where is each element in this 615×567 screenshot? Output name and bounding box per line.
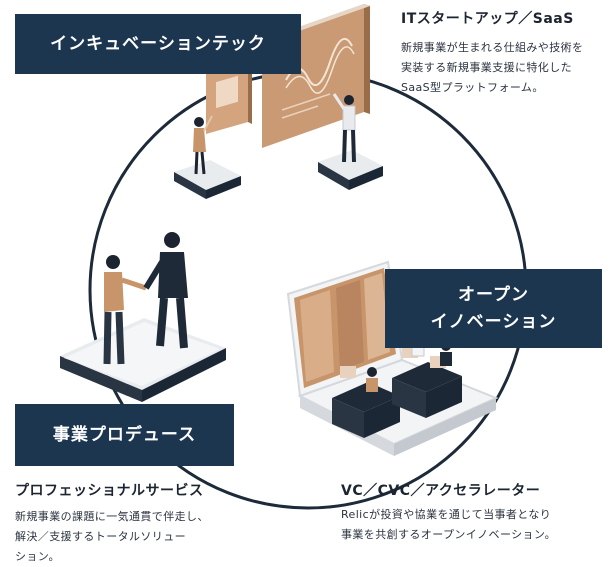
it-saas-title: ITスタートアップ／SaaS [401, 8, 574, 28]
open-innovation-line2: イノベーション [431, 309, 557, 335]
it-saas-line: SaaS型プラットフォーム。 [401, 78, 583, 98]
incubation-tech-text: インキュベーションテック [50, 31, 266, 57]
professional-service-title: プロフェッショナルサービス [15, 480, 204, 500]
vc-accelerator-line: Relicが投資や協業を通じて当事者となり [341, 505, 556, 525]
professional-service-line: ション。 [15, 547, 209, 567]
professional-service-line: 解決／支援するトータルソリュー [15, 527, 209, 547]
handshake-illustration [60, 232, 226, 402]
professional-service-line: 新規事業の課題に一気通貫で伴走し、 [15, 507, 209, 527]
vc-accelerator-line: 事業を共創するオープンイノベーション。 [341, 525, 556, 545]
professional-service-description: 新規事業の課題に一気通貫で伴走し、 解決／支援するトータルソリュー ション。 [15, 507, 209, 567]
it-saas-line: 実装する新規事業支援に特化した [401, 58, 583, 78]
vc-accelerator-description: Relicが投資や協業を通じて当事者となり 事業を共創するオープンイノベーション… [341, 505, 556, 545]
open-innovation-line1: オープン [458, 282, 529, 308]
business-produce-label: 事業プロデュース [15, 404, 234, 466]
business-produce-text: 事業プロデュース [53, 422, 196, 448]
incubation-tech-label: インキュベーションテック [15, 14, 301, 74]
it-saas-description: 新規事業が生まれる仕組みや技術を 実装する新規事業支援に特化した SaaS型プラ… [401, 38, 583, 98]
vc-accelerator-title: VC／CVC／アクセラレーター [341, 480, 540, 500]
it-saas-line: 新規事業が生まれる仕組みや技術を [401, 38, 583, 58]
open-innovation-label: オープン イノベーション [385, 269, 602, 348]
